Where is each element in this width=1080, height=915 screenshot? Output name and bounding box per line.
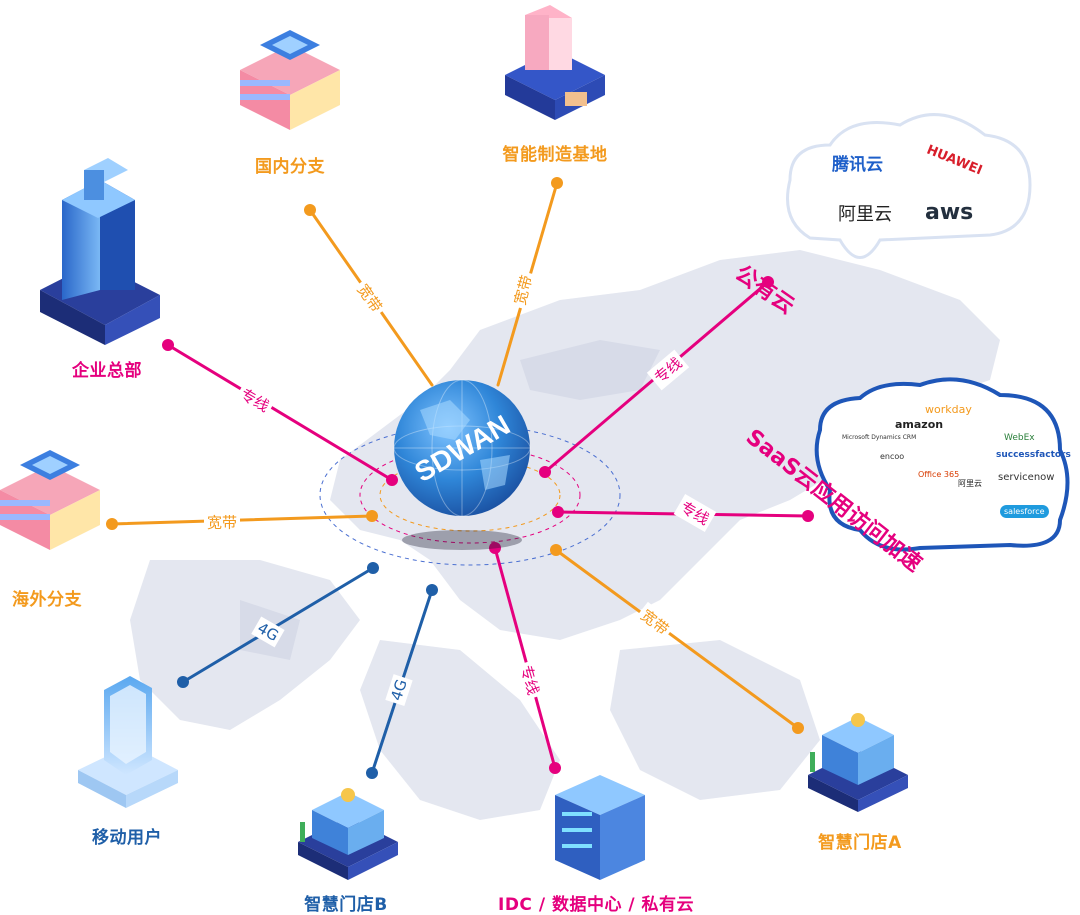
- sdwan-globe-icon: SDWAN: [393, 379, 531, 550]
- smart-store-a-building-icon: [808, 713, 908, 812]
- idc-label: IDC / 数据中心 / 私有云: [497, 895, 695, 915]
- smart-store-b-building-icon: [298, 788, 398, 880]
- public-cloud-shape: [786, 113, 1032, 259]
- mobile-user-label: 移动用户: [92, 828, 162, 848]
- saas-app-encoo: encoo: [880, 452, 905, 461]
- idc-server-rack-icon: [555, 775, 645, 880]
- saas-app-workday: workday: [925, 403, 972, 416]
- provider-aliyun: 阿里云: [838, 204, 892, 225]
- manufacturing-base-label: 智能制造基地: [502, 145, 608, 165]
- provider-tencent-cloud: 腾讯云: [832, 155, 883, 175]
- headquarters-building-icon: [40, 158, 160, 345]
- provider-aws: aws: [925, 200, 974, 225]
- saas-app-successfactors: successfactors: [996, 450, 1071, 460]
- smart-store-a-label: 智慧门店A: [818, 833, 902, 853]
- overseas-branch-label: 海外分支: [12, 590, 82, 610]
- link-smart-store-a: [554, 548, 800, 730]
- overseas-branch-building-icon: [0, 450, 100, 550]
- saas-app-aliyun: 阿里云: [958, 479, 982, 488]
- saas-app-dynamics-crm: Microsoft Dynamics CRM: [842, 434, 917, 441]
- link-label-overseas-branch: 宽带: [203, 510, 241, 534]
- link-headquarters: [166, 343, 394, 482]
- headquarters-label: 企业总部: [72, 361, 142, 381]
- saas-app-servicenow: servicenow: [998, 472, 1055, 483]
- saas-app-office365: Office 365: [918, 470, 960, 479]
- link-overseas-branch: [110, 514, 374, 526]
- saas-app-amazon: amazon: [895, 418, 944, 431]
- link-mobile-user: [181, 566, 375, 684]
- mobile-phone-icon: [78, 676, 178, 808]
- domestic-branch-building-icon: [240, 30, 340, 130]
- manufacturing-base-building-icon: [505, 5, 605, 120]
- saas-app-webex: WebEx: [1004, 433, 1035, 443]
- domestic-branch-label: 国内分支: [255, 157, 325, 177]
- smart-store-b-label: 智慧门店B: [304, 895, 388, 915]
- saas-app-salesforce: salesforce: [1000, 505, 1049, 518]
- link-idc: [493, 546, 557, 770]
- endpoint-dots: [106, 177, 814, 779]
